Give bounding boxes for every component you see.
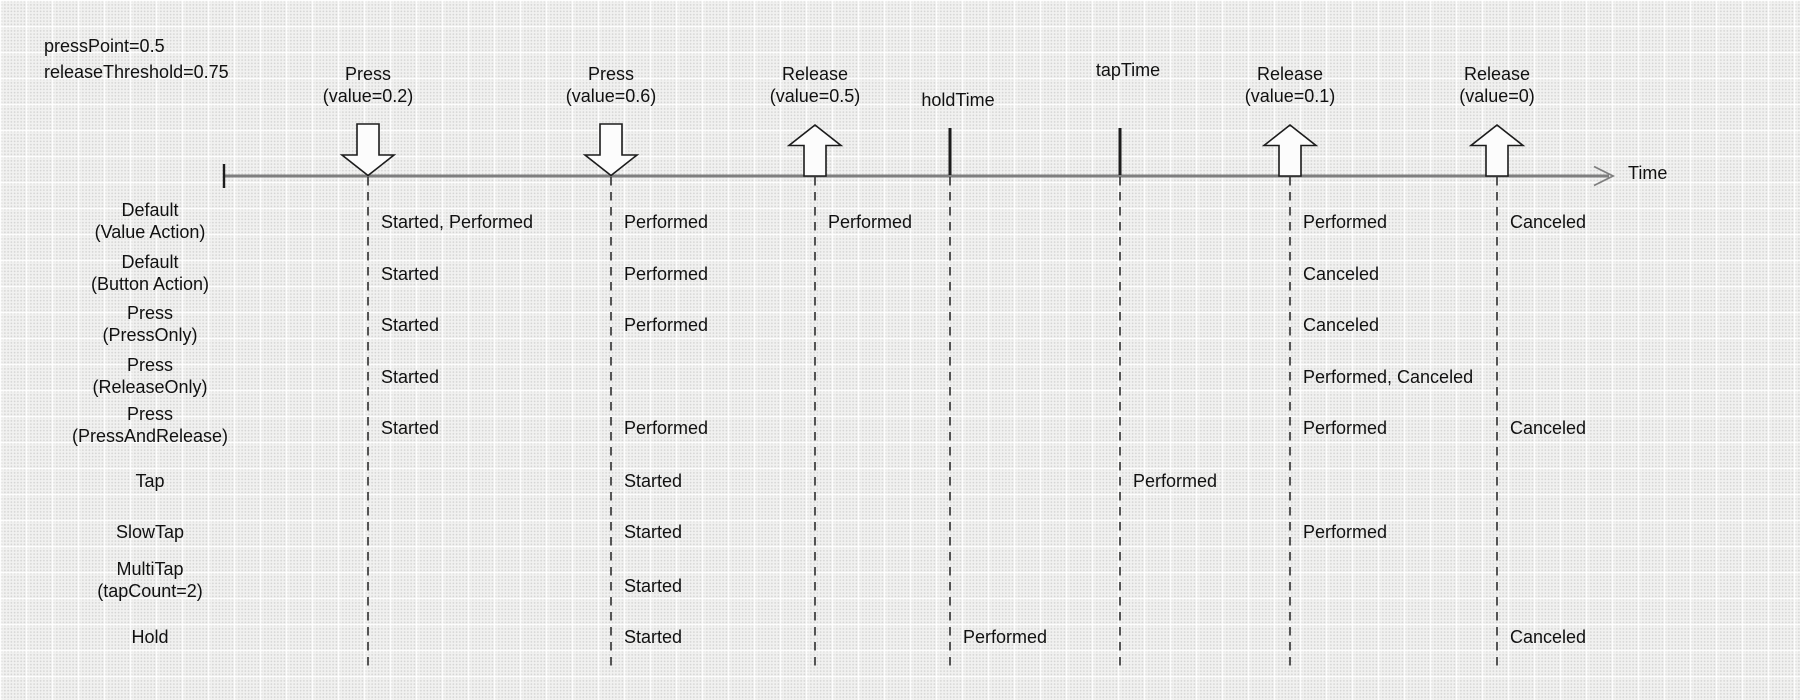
- phase-cell-row1-release05: Performed: [828, 212, 913, 232]
- event-label-release0: Release(value=0): [1347, 63, 1647, 107]
- phase-cell-row4-release01: Performed, Canceled: [1303, 367, 1474, 387]
- event-label-press02: Press(value=0.2): [218, 63, 518, 107]
- timeline-arrowhead-icon: [1593, 165, 1616, 187]
- label-line: Tap: [135, 471, 165, 491]
- time-axis-label: Time: [1628, 163, 1668, 183]
- release-up-arrow-icon: [786, 123, 844, 177]
- label-line: Press: [344, 64, 391, 84]
- label-line: (PressAndRelease): [71, 426, 229, 446]
- phase-cell-row9-release0: Canceled: [1510, 627, 1587, 647]
- event-label-tapTime: tapTime: [978, 59, 1278, 81]
- phase-cell-row7-press06: Started: [624, 522, 683, 542]
- event-label-press06: Press(value=0.6): [461, 63, 761, 107]
- label-line: MultiTap: [116, 559, 184, 579]
- row-label-default: Default(Value Action): [0, 199, 300, 243]
- phase-cell-row3-press02: Started: [381, 315, 440, 335]
- label-line: (PressOnly): [102, 325, 198, 345]
- phase-cell-row5-release01: Performed: [1303, 418, 1388, 438]
- label-line: Default: [121, 252, 179, 272]
- label-line: (value=0): [1459, 86, 1535, 106]
- phase-cell-row1-press02: Started, Performed: [381, 212, 534, 232]
- label-line: (Button Action): [90, 274, 210, 294]
- event-label-holdTime: holdTime: [808, 89, 1108, 111]
- phase-cell-row3-release01: Canceled: [1303, 315, 1380, 335]
- phase-cell-row5-press02: Started: [381, 418, 440, 438]
- phase-cell-row5-release0: Canceled: [1510, 418, 1587, 438]
- label-line: tapTime: [1095, 60, 1161, 80]
- row-label-press: Press(PressOnly): [0, 302, 300, 346]
- phase-cell-row1-release0: Canceled: [1510, 212, 1587, 232]
- release-up-arrow-icon: [1261, 123, 1319, 177]
- label-line: Press: [126, 355, 173, 375]
- label-line: (value=0.5): [769, 86, 861, 106]
- parameters-text: pressPoint=0.5 releaseThreshold=0.75: [44, 33, 229, 85]
- phase-cell-row9-holdTime: Performed: [963, 627, 1048, 647]
- phase-cell-row1-release01: Performed: [1303, 212, 1388, 232]
- label-line: (tapCount=2): [97, 581, 203, 601]
- phase-cell-row6-tapTime: Performed: [1133, 471, 1218, 491]
- phase-cell-row6-press06: Started: [624, 471, 683, 491]
- label-line: Hold: [131, 627, 169, 647]
- label-line: (ReleaseOnly): [92, 377, 208, 397]
- phase-cell-row7-release01: Performed: [1303, 522, 1388, 542]
- label-line: Press: [126, 303, 173, 323]
- press-down-arrow-icon: [339, 123, 397, 177]
- press-down-arrow-icon: [582, 123, 640, 177]
- row-label-press: Press(ReleaseOnly): [0, 354, 300, 398]
- row-label-press: Press(PressAndRelease): [0, 403, 300, 447]
- phase-cell-row2-press06: Performed: [624, 264, 709, 284]
- phase-cell-row9-press06: Started: [624, 627, 683, 647]
- phase-cell-row2-press02: Started: [381, 264, 440, 284]
- release-up-arrow-icon: [1468, 123, 1526, 177]
- row-label-hold: Hold: [0, 626, 300, 648]
- label-line: Default: [121, 200, 179, 220]
- phase-cell-row3-press06: Performed: [624, 315, 709, 335]
- row-label-multitap: MultiTap(tapCount=2): [0, 558, 300, 602]
- label-line: Press: [587, 64, 634, 84]
- row-label-slowtap: SlowTap: [0, 521, 300, 543]
- label-line: Release: [1256, 64, 1324, 84]
- phase-cell-row5-press06: Performed: [624, 418, 709, 438]
- phase-cell-row8-press06: Started: [624, 576, 683, 596]
- press-point-param: pressPoint=0.5: [44, 36, 165, 56]
- label-line: holdTime: [921, 90, 995, 110]
- label-line: (value=0.2): [322, 86, 414, 106]
- label-line: (value=0.6): [565, 86, 657, 106]
- row-label-default: Default(Button Action): [0, 251, 300, 295]
- phase-cell-row4-press02: Started: [381, 367, 440, 387]
- label-line: Release: [1463, 64, 1531, 84]
- label-line: Press: [126, 404, 173, 424]
- phase-cell-row1-press06: Performed: [624, 212, 709, 232]
- label-line: (value=0.1): [1244, 86, 1336, 106]
- label-line: (Value Action): [94, 222, 206, 242]
- label-line: SlowTap: [115, 522, 185, 542]
- row-label-tap: Tap: [0, 470, 300, 492]
- release-threshold-param: releaseThreshold=0.75: [44, 62, 229, 82]
- phase-cell-row2-release01: Canceled: [1303, 264, 1380, 284]
- event-label-release01: Release(value=0.1): [1140, 63, 1440, 107]
- event-label-release05: Release(value=0.5): [665, 63, 965, 107]
- label-line: Release: [781, 64, 849, 84]
